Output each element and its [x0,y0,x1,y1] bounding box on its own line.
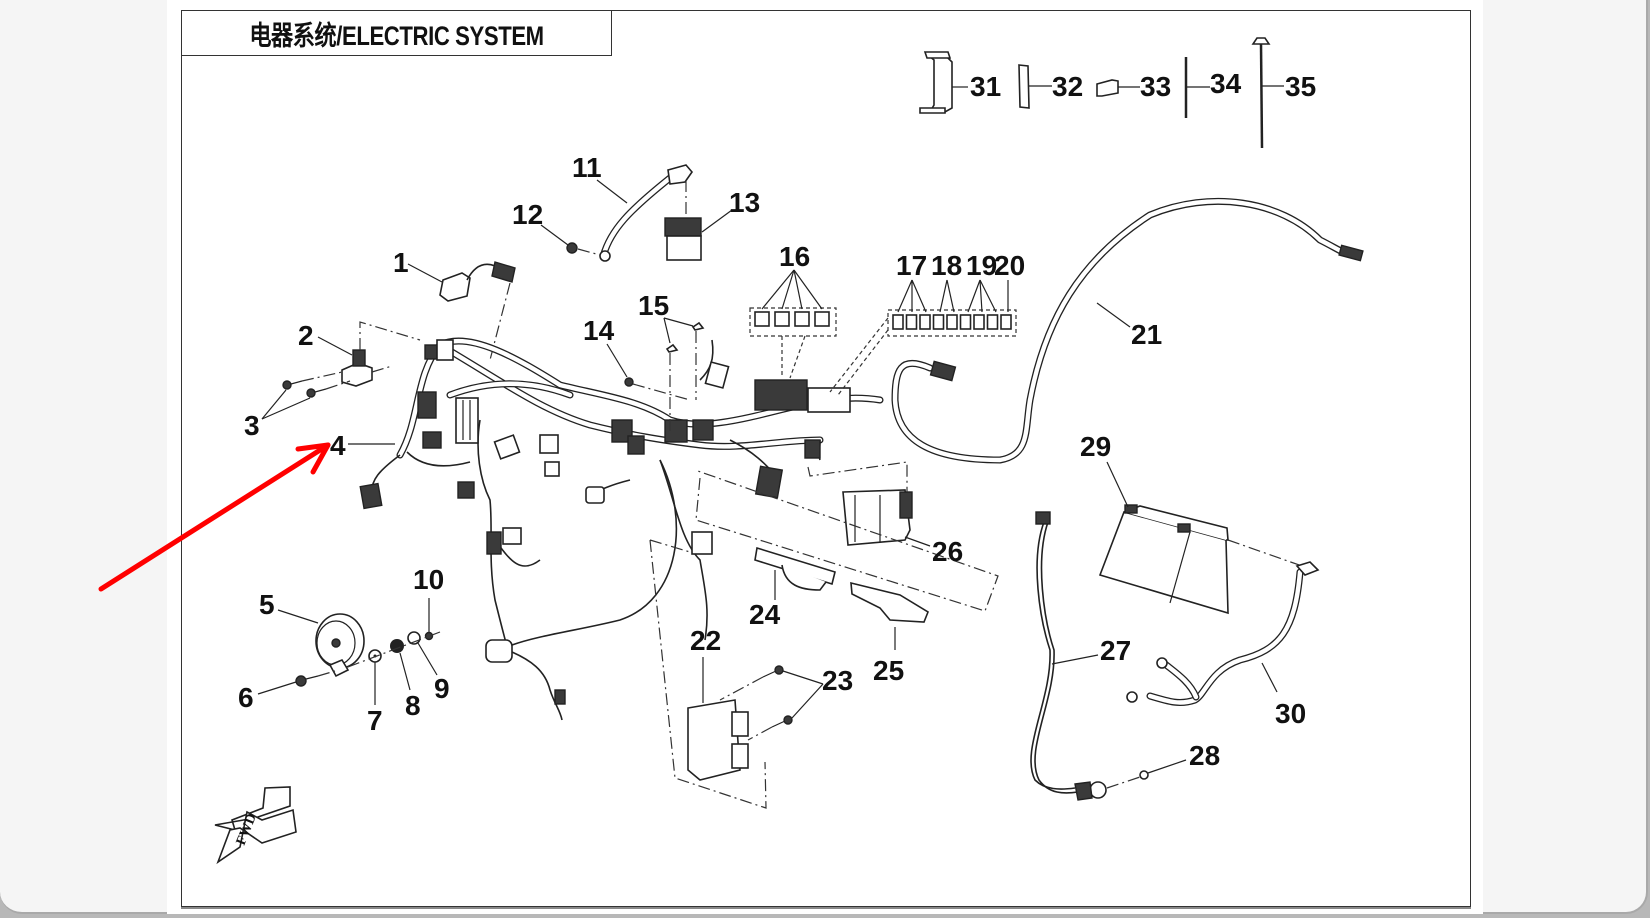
fuse [905,314,918,330]
label-31: 31 [970,71,1001,102]
part-17-20-fuses [829,279,1017,396]
label-35: 35 [1285,71,1316,102]
part-6-bolt [257,670,336,695]
part-27-ground-wire [1030,511,1107,801]
label-20: 20 [994,250,1025,281]
label-5: 5 [259,589,275,620]
part-35-rod [1251,37,1284,149]
label-12: 12 [512,199,543,230]
part-23-bolts [719,665,824,741]
part-4-wiring-harness [348,337,884,721]
label-16: 16 [779,241,810,272]
label-34: 34 [1210,68,1242,99]
fuse [946,314,958,330]
label-21: 21 [1131,319,1162,350]
part-25-connector [850,581,929,650]
part-15-clips [663,317,705,435]
part-22-module [649,539,767,809]
fuse [986,314,999,330]
part-10-nut [347,598,441,668]
fuse [973,314,985,330]
part-28-bolt [1106,759,1187,789]
part-24-bracket [754,546,836,600]
part-labels: 1 2 3 4 5 6 7 8 9 10 11 12 13 14 15 16 1… [238,68,1316,771]
label-28: 28 [1189,740,1220,771]
part-11-cable [596,164,694,262]
label-29: 29 [1080,431,1111,462]
label-15: 15 [638,290,669,321]
label-26: 26 [932,536,963,567]
fuse [892,314,904,330]
part-33-block [1096,79,1140,97]
fuse [932,314,945,330]
label-4: 4 [330,430,346,461]
part-30-battery-cable [1126,561,1320,707]
part-12-bolt [540,224,601,256]
label-18: 18 [931,250,962,281]
diagram-page [167,0,1483,914]
label-27: 27 [1100,635,1131,666]
label-7: 7 [367,705,383,736]
part-16-relays [749,269,837,379]
part-3-bolts [261,371,351,420]
label-32: 32 [1052,71,1083,102]
part-2-sensor [317,321,421,387]
part-13-relay [664,209,733,261]
fuse [1000,314,1012,330]
label-19: 19 [966,250,997,281]
part-31-bracket [919,51,968,114]
label-8: 8 [405,690,421,721]
label-30: 30 [1275,698,1306,729]
part-21-cable [891,197,1364,464]
fwd-direction-arrow: FWD [214,786,297,865]
part-9-washer [407,631,438,676]
fuse [959,314,972,330]
label-33: 33 [1140,71,1171,102]
part-29-battery [1098,461,1303,615]
fuse [919,314,931,330]
part-7-washer [368,649,382,705]
label-13: 13 [729,187,760,218]
label-9: 9 [434,673,450,704]
diagram-frame [181,10,1471,907]
label-22: 22 [690,625,721,656]
label-17: 17 [896,250,927,281]
label-3: 3 [244,410,260,441]
label-10: 10 [413,564,444,595]
red-annotation-arrow [98,442,331,592]
part-5-horn [277,609,365,678]
part-34-strap [1184,57,1210,118]
label-14: 14 [583,315,615,346]
part-26-ecu [694,461,999,612]
label-24: 24 [749,599,781,630]
part-1-sensor [407,261,516,361]
part-14-nut [606,343,691,401]
title-box: 电器系统/ELECTRIC SYSTEM [181,10,612,56]
part-32-pad [1018,64,1052,109]
label-23: 23 [822,665,853,696]
label-2: 2 [298,320,314,351]
label-11: 11 [572,152,602,183]
label-1: 1 [393,247,409,278]
page-title: 电器系统/ELECTRIC SYSTEM [249,20,544,51]
label-6: 6 [238,682,254,713]
label-25: 25 [873,655,904,686]
